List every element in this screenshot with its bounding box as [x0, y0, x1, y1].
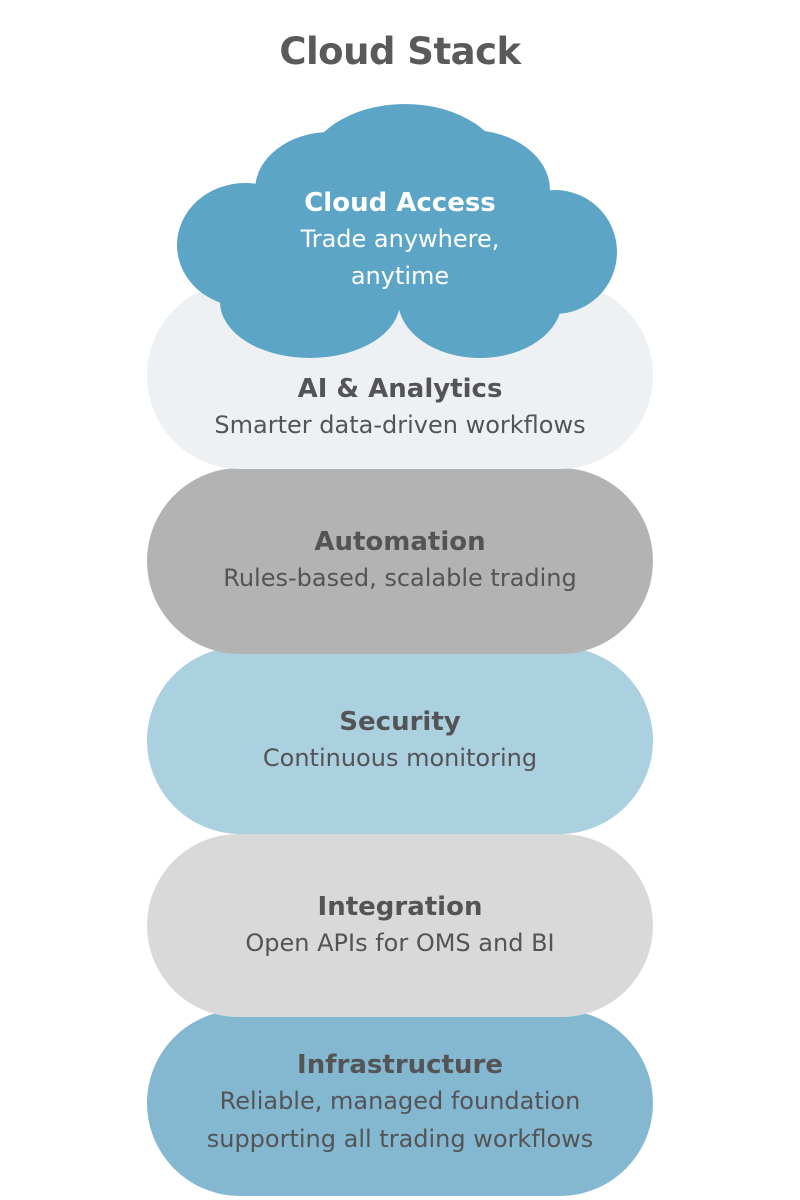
- cloud-shape: [177, 104, 617, 358]
- cloud-access-label: Cloud Access Trade anywhere, anytime: [200, 185, 600, 295]
- layer-title: Integration: [317, 891, 483, 922]
- layer-automation: Automation Rules-based, scalable trading: [147, 468, 653, 654]
- layer-description: Reliable, managed foundation supporting …: [206, 1087, 594, 1153]
- layer-description: Trade anywhere, anytime: [300, 225, 500, 290]
- layer-title: Security: [339, 706, 461, 737]
- layer-description: Smarter data-driven workflows: [214, 410, 586, 439]
- layer-infrastructure: Infrastructure Reliable, managed foundat…: [147, 1010, 653, 1196]
- layer-title: Infrastructure: [297, 1050, 503, 1080]
- layer-title: Automation: [314, 527, 486, 557]
- layer-security: Security Continuous monitoring: [147, 647, 653, 834]
- layer-description: Open APIs for OMS and BI: [245, 928, 555, 957]
- layer-integration: Integration Open APIs for OMS and BI: [147, 834, 653, 1017]
- layer-title: AI & Analytics: [297, 373, 503, 404]
- layer-description: Continuous monitoring: [262, 743, 538, 772]
- diagram-title: Cloud Stack: [279, 30, 521, 73]
- layer-description: Rules-based, scalable trading: [223, 564, 577, 592]
- layer-title: Cloud Access: [304, 188, 496, 218]
- cloud-icon: [177, 104, 617, 358]
